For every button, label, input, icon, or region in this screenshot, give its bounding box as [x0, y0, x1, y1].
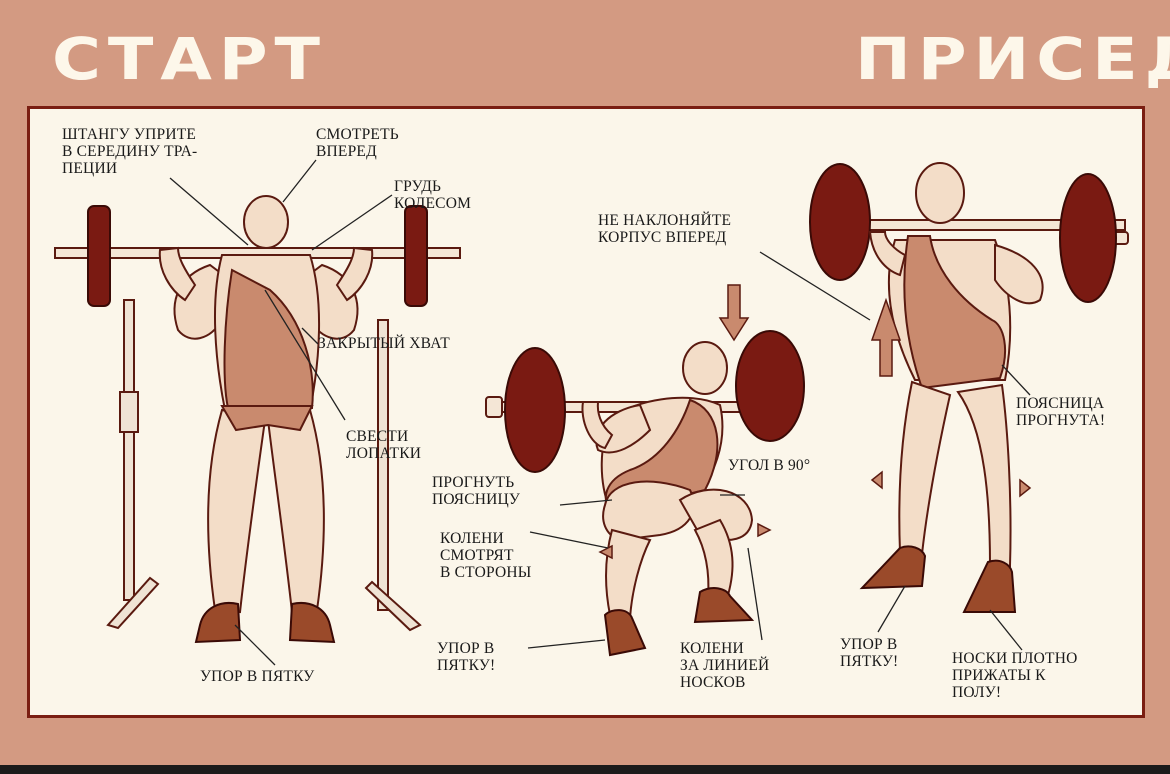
label-heels-start: УПОР В ПЯТКУ [200, 668, 315, 685]
heading-start: СТАРТ [52, 25, 327, 93]
label-no-lean: НЕ НАКЛОНЯЙТЕ КОРПУС ВПЕРЕД [598, 212, 732, 246]
label-angle-90: УГОЛ В 90° [728, 457, 811, 474]
start-figure [54, 195, 461, 644]
squat-rack [106, 299, 422, 632]
left-arrow-icon [870, 470, 883, 490]
weight-plate [404, 205, 428, 307]
label-squeeze-blades: СВЕСТИ ЛОПАТКИ [346, 428, 422, 462]
stand-figure [809, 162, 1129, 613]
squat-figure [485, 284, 805, 657]
label-knees-behind-toes: КОЛЕНИ ЗА ЛИНИЕЙ НОСКОВ [680, 640, 770, 691]
bottom-bar [0, 765, 1170, 774]
label-look-forward: СМОТРЕТЬ ВПЕРЕД [316, 126, 399, 160]
label-closed-grip: ЗАКРЫТЫЙ ХВАТ [318, 335, 450, 352]
weight-plate [87, 205, 111, 307]
right-arrow-icon [1019, 478, 1032, 498]
label-chest-out: ГРУДЬ КОЛЕСОМ [394, 178, 472, 212]
up-arrow-icon [870, 297, 902, 377]
label-heels-stand: УПОР В ПЯТКУ! [840, 636, 899, 670]
label-heels-squat: УПОР В ПЯТКУ! [437, 640, 496, 674]
heading-squat: ПРИСЕД [855, 25, 1170, 93]
left-arrow-icon [598, 544, 613, 560]
weight-plate [1059, 173, 1117, 303]
weight-plate [735, 330, 805, 442]
right-arrow-icon [757, 522, 772, 538]
leader-lines [169, 159, 1031, 666]
label-toes-pressed: НОСКИ ПЛОТНО ПРИЖАТЫ К ПОЛУ! [952, 650, 1078, 701]
weight-plate [504, 347, 566, 473]
down-arrow-icon [718, 284, 750, 342]
label-arch-back: ПРОГНУТЬ ПОЯСНИЦУ [432, 474, 521, 508]
weight-plate [809, 163, 871, 281]
label-back-arched: ПОЯСНИЦА ПРОГНУТА! [1016, 395, 1106, 429]
label-bar-on-traps: ШТАНГУ УПРИТЕ В СЕРЕДИНУ ТРА- ПЕЦИИ [62, 126, 198, 177]
label-knees-sides: КОЛЕНИ СМОТРЯТ В СТОРОНЫ [440, 530, 532, 581]
